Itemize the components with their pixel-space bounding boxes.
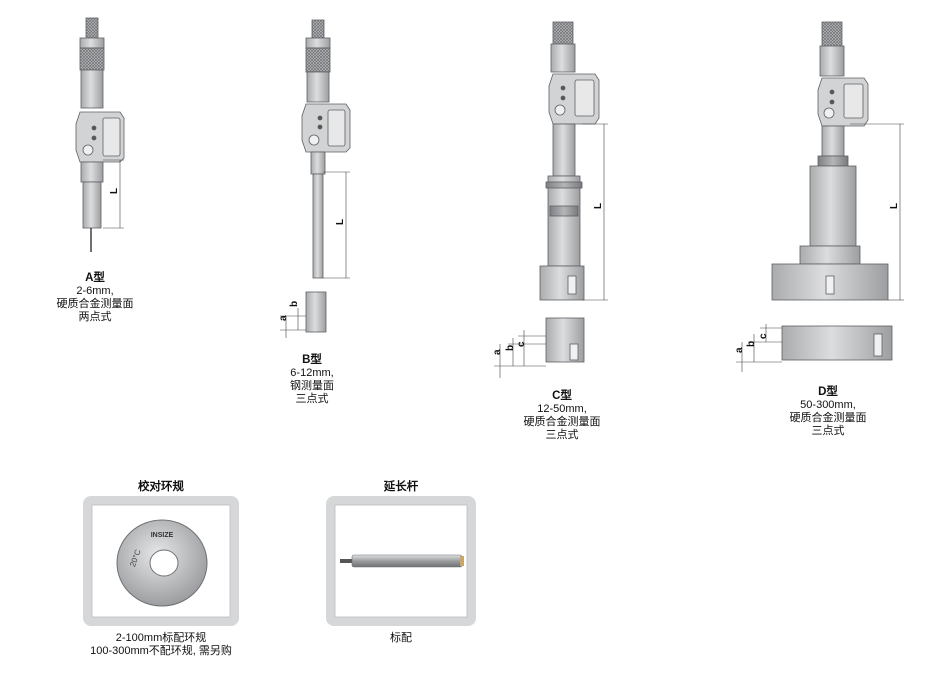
model-c-b-label: b	[505, 345, 516, 351]
model-c-l-label: L	[593, 203, 604, 209]
model-b-type: B型	[302, 354, 322, 366]
model-c-c-label: c	[516, 341, 527, 347]
model-c-gauge	[539, 21, 600, 363]
model-b-gauge	[301, 19, 351, 333]
model-c-points: 三点式	[545, 429, 579, 441]
model-a-type: A型	[85, 272, 105, 284]
model-d-a-label: a	[734, 347, 745, 353]
extension-rod-title: 延长杆	[383, 481, 419, 493]
model-d-dimensions	[736, 123, 904, 372]
model-b-b-label: b	[289, 301, 300, 307]
model-d-type: D型	[818, 386, 838, 398]
extension-rod-caption-line1: 标配	[390, 632, 412, 644]
model-b-dimensions	[280, 171, 350, 338]
model-a-surface: 硬质合金测量面	[56, 298, 134, 310]
model-c-dimensions	[494, 123, 608, 378]
model-d-points: 三点式	[811, 425, 845, 437]
model-c-type: C型	[552, 390, 572, 402]
model-d-l-label: L	[889, 203, 900, 209]
setting-ring-caption-line2: 100-300mm不配环规, 需另购	[90, 645, 232, 657]
model-c-range: 12-50mm,	[537, 403, 587, 415]
model-b-a-label: a	[278, 315, 289, 321]
model-a-caption: A型 2-6mm, 硬质合金测量面 两点式	[40, 272, 150, 324]
model-a-dimension-l	[103, 159, 124, 229]
model-d-b-label: b	[746, 341, 757, 347]
model-a-range: 2-6mm,	[76, 285, 114, 297]
setting-ring-caption: 2-100mm标配环规 100-300mm不配环规, 需另购	[61, 632, 261, 658]
setting-ring-caption-line1: 2-100mm标配环规	[115, 632, 207, 644]
model-d-range: 50-300mm,	[800, 399, 856, 411]
model-a-points: 两点式	[78, 311, 112, 323]
model-c-caption: C型 12-50mm, 硬质合金测量面 三点式	[502, 390, 622, 442]
model-a-gauge	[75, 17, 125, 252]
model-b-surface: 钢测量面	[290, 380, 334, 392]
model-b-range: 6-12mm,	[290, 367, 334, 379]
extension-rod-frame	[326, 496, 476, 626]
model-d-c-label: c	[758, 333, 769, 339]
model-c-a-label: a	[492, 349, 503, 355]
model-b-caption: B型 6-12mm, 钢测量面 三点式	[257, 354, 367, 406]
extension-rod-caption: 标配	[351, 632, 451, 645]
model-b-l-label: L	[335, 219, 346, 225]
model-a-l-label: L	[109, 188, 120, 194]
ring-brand-logo: INSIZE	[151, 532, 174, 539]
model-d-surface: 硬质合金测量面	[789, 412, 867, 424]
setting-ring-title: 校对环规	[138, 481, 184, 493]
model-b-points: 三点式	[295, 393, 329, 405]
setting-ring-frame	[83, 496, 239, 626]
model-d-caption: D型 50-300mm, 硬质合金测量面 三点式	[768, 386, 888, 438]
model-c-surface: 硬质合金测量面	[523, 416, 601, 428]
model-d-gauge	[771, 21, 893, 361]
